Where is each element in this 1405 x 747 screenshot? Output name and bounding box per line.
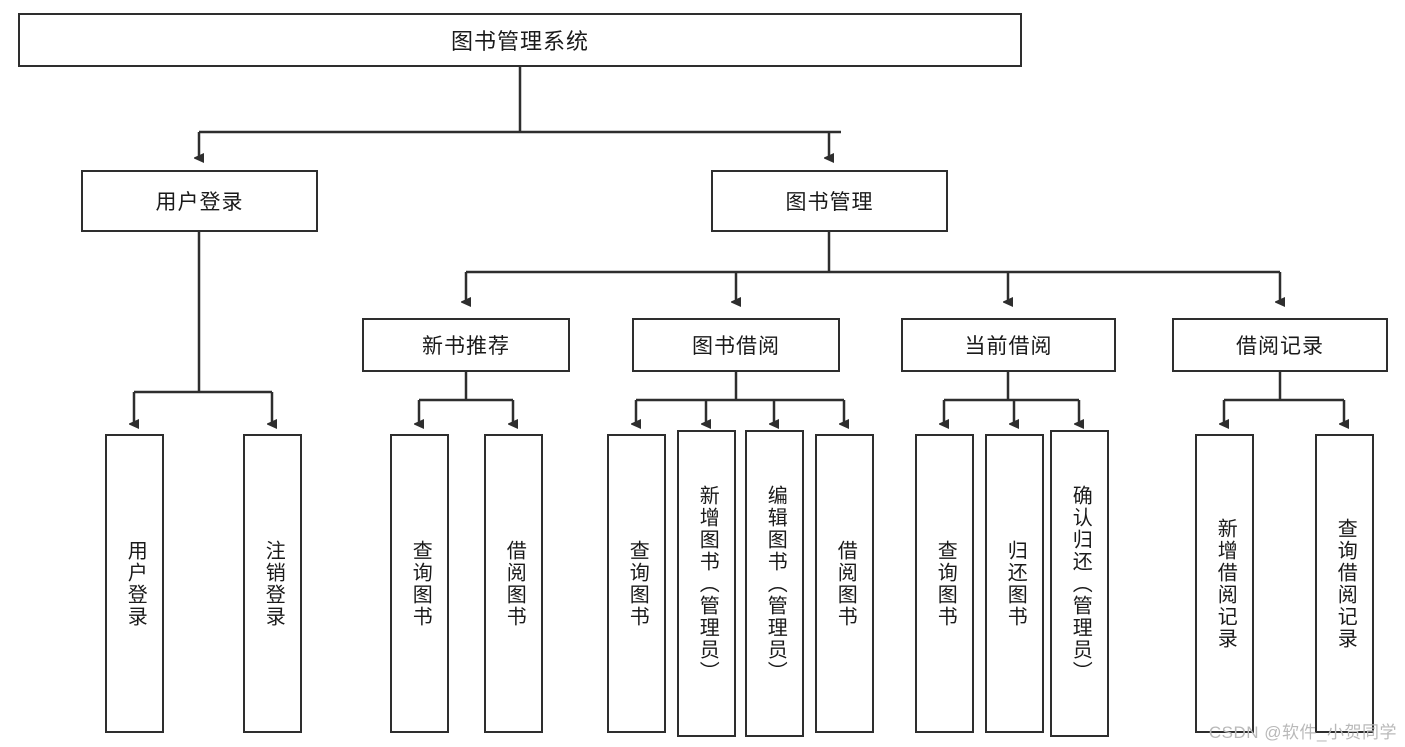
leaf-new-book-query-book[interactable]: 查询图书: [390, 434, 449, 733]
leaf-book-borrow-query-book[interactable]: 查询图书: [607, 434, 666, 733]
node-current-borrow[interactable]: 当前借阅: [901, 318, 1116, 372]
node-label: 图书管理: [785, 191, 874, 214]
node-label: 查询借阅记录: [1334, 517, 1357, 650]
leaf-borrow-record-add-record[interactable]: 新增借阅记录: [1195, 434, 1254, 733]
node-label: 图书管理系统: [450, 29, 589, 54]
node-label: 编辑图书（管理员）: [764, 484, 787, 683]
node-label: 查询图书: [626, 539, 649, 628]
node-book-borrow[interactable]: 图书借阅: [632, 318, 840, 372]
node-label: 查询图书: [934, 539, 957, 628]
node-root-book-management-system[interactable]: 图书管理系统: [18, 13, 1022, 67]
node-label: 归还图书: [1004, 539, 1027, 628]
node-label: 新增图书（管理员）: [696, 484, 719, 683]
leaf-user-login-logout[interactable]: 注销登录: [243, 434, 302, 733]
node-borrow-record[interactable]: 借阅记录: [1172, 318, 1388, 372]
leaf-current-borrow-return-book[interactable]: 归还图书: [985, 434, 1044, 733]
node-label: 查询图书: [409, 539, 432, 628]
leaf-current-borrow-confirm-return-admin[interactable]: 确认归还（管理员）: [1050, 430, 1109, 737]
leaf-book-borrow-borrow-book[interactable]: 借阅图书: [815, 434, 874, 733]
leaf-user-login-user-login[interactable]: 用户登录: [105, 434, 164, 733]
csdn-watermark: CSDN @软件_小贺同学: [1208, 723, 1397, 742]
node-new-book-recommend[interactable]: 新书推荐: [362, 318, 570, 372]
node-label: 新增借阅记录: [1214, 517, 1237, 650]
node-label: 借阅图书: [503, 539, 526, 628]
leaf-current-borrow-query-book[interactable]: 查询图书: [915, 434, 974, 733]
node-label: 确认归还（管理员）: [1069, 484, 1092, 683]
node-label: 新书推荐: [422, 335, 510, 358]
node-label: 用户登录: [155, 191, 244, 214]
node-label: 用户登录: [124, 539, 147, 628]
leaf-borrow-record-query-record[interactable]: 查询借阅记录: [1315, 434, 1374, 733]
node-book-management[interactable]: 图书管理: [711, 170, 948, 232]
node-user-login[interactable]: 用户登录: [81, 170, 318, 232]
leaf-new-book-borrow-book[interactable]: 借阅图书: [484, 434, 543, 733]
node-label: 借阅图书: [834, 539, 857, 628]
node-label: 借阅记录: [1236, 335, 1324, 358]
node-label: 图书借阅: [692, 335, 780, 358]
leaf-book-borrow-add-book-admin[interactable]: 新增图书（管理员）: [677, 430, 736, 737]
node-label: 注销登录: [262, 539, 285, 628]
leaf-book-borrow-edit-book-admin[interactable]: 编辑图书（管理员）: [745, 430, 804, 737]
node-label: 当前借阅: [964, 335, 1053, 358]
